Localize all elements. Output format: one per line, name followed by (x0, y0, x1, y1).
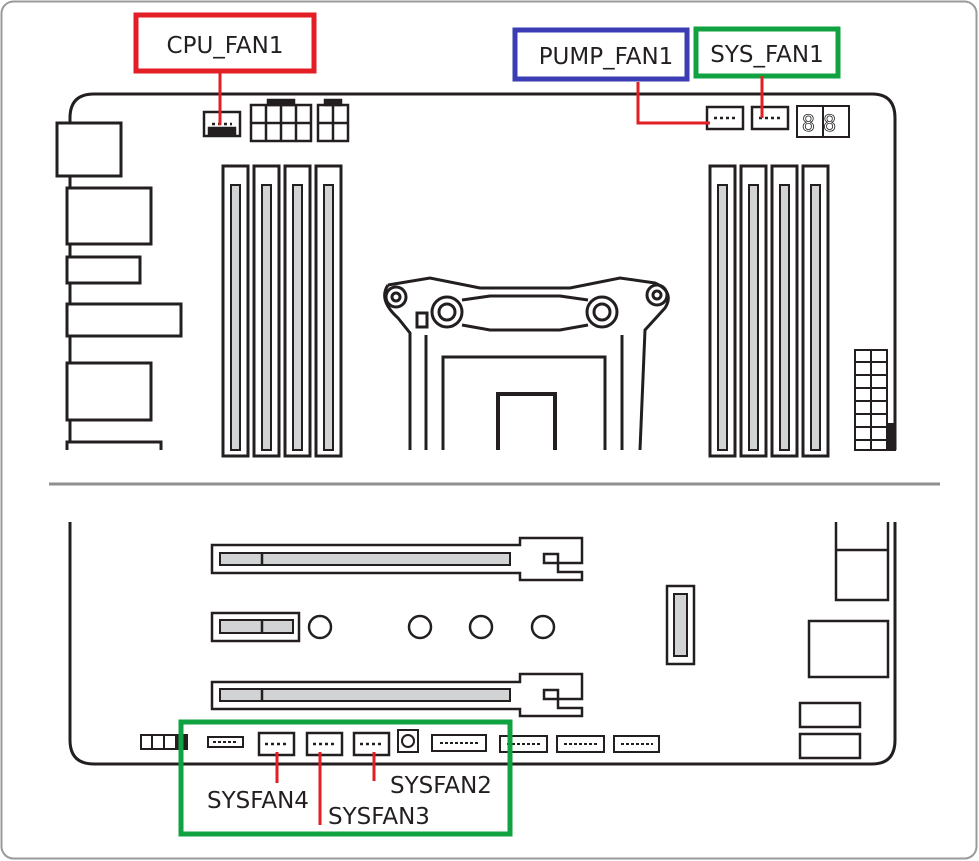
pcie-x16-slot-1 (210, 536, 584, 582)
debug-led-display (796, 105, 850, 138)
sys-fan1-label: SYS_FAN1 (710, 42, 823, 68)
sysfan4-label: SYSFAN4 (207, 788, 309, 814)
pump-fan1-label: PUMP_FAN1 (539, 44, 674, 70)
cpu-power-connector-4pin (316, 98, 350, 143)
cpu-power-connector-8pin (249, 98, 313, 143)
pump-fan1-callout-box (512, 27, 690, 82)
sysfan3-label: SYSFAN3 (328, 804, 430, 830)
board-top-section (55, 92, 897, 458)
pump-fan1-header (705, 105, 745, 131)
dimm-slots-left (221, 164, 343, 458)
m2-connector (665, 584, 696, 666)
cpu-fan1-callout-box (133, 12, 317, 74)
atx-24pin-power-connector (854, 349, 896, 451)
sys-fan1-callout-box (693, 26, 841, 79)
cpu-fan1-header (202, 110, 242, 138)
cpu-fan1-label: CPU_FAN1 (167, 33, 284, 59)
mounting-holes (307, 614, 556, 640)
dimm-slots-right (708, 164, 830, 458)
cpu-socket (383, 276, 670, 451)
bottom-headers (140, 729, 660, 753)
sysfan3-header (305, 731, 344, 757)
pcie-x1-slot (210, 611, 301, 643)
board-bottom-section (68, 522, 897, 766)
rear-io-panel (55, 121, 183, 450)
sysfan4-header (257, 731, 296, 757)
board-outline-top (68, 92, 897, 450)
sys-fan1-header (750, 105, 790, 131)
sysfan2-4-callout-box (178, 719, 513, 837)
sysfan2-header (352, 731, 391, 757)
board-outline-bottom (68, 522, 897, 766)
debug-led-digits: 88 (802, 112, 845, 137)
sysfan2-label: SYSFAN2 (390, 773, 492, 799)
sata-connectors (798, 522, 890, 760)
pump-fan1-leader-line (636, 82, 710, 125)
pcie-x16-slot-2 (210, 672, 584, 718)
